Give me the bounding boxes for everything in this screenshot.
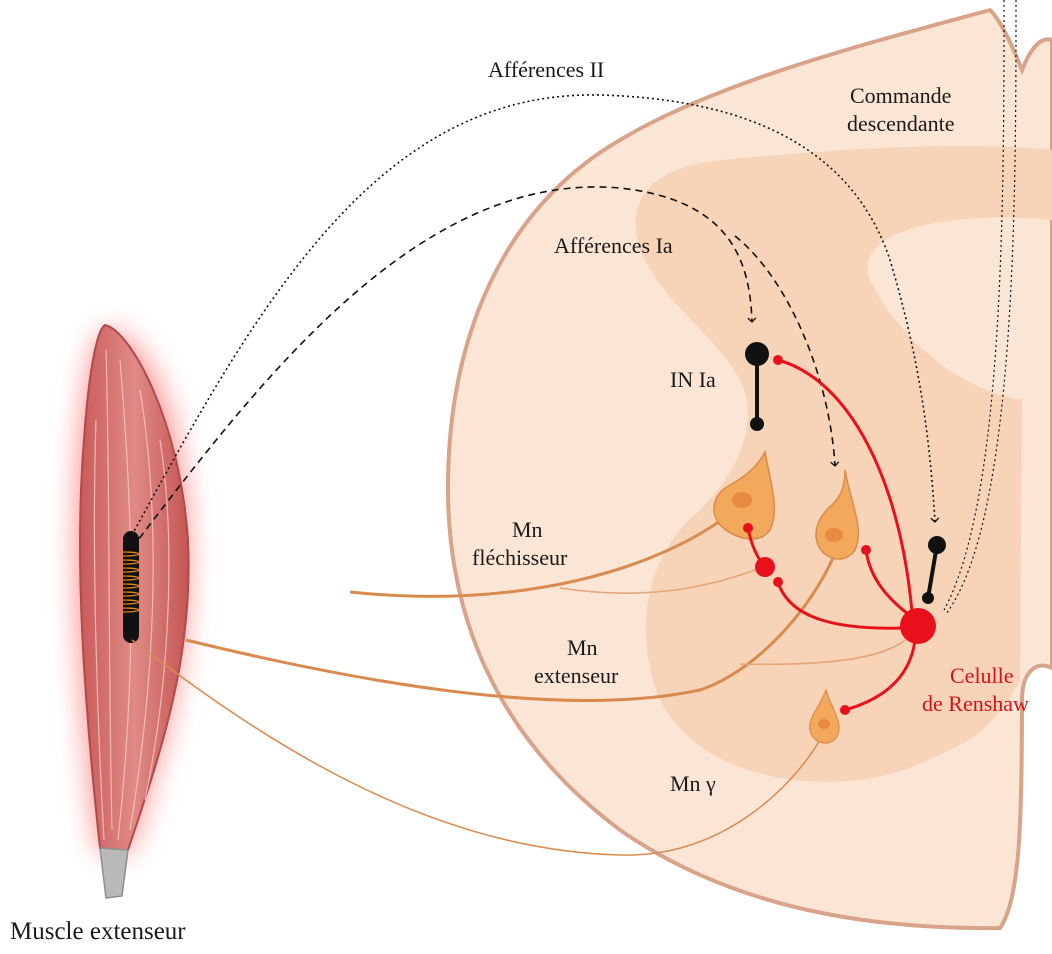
interneuron-ia xyxy=(745,342,769,431)
mn-flechisseur-label-line1: Mn xyxy=(512,517,543,542)
muscle-spindle xyxy=(123,531,139,643)
tendon xyxy=(99,847,129,899)
commande-label-line2: descendante xyxy=(847,111,955,136)
renshaw-cell-small xyxy=(755,557,775,577)
afferent-ia-branch xyxy=(734,235,840,467)
renshaw-collateral-extensor xyxy=(739,639,906,666)
afferences-ii-label: Afférences II xyxy=(488,57,605,82)
descending-command-tract xyxy=(943,0,1005,611)
commande-label-line1: Commande xyxy=(850,83,952,108)
renshaw-label-line1: Celulle xyxy=(950,663,1014,688)
renshaw-terminal xyxy=(861,545,871,555)
muscle-extenseur-label: Muscle extenseur xyxy=(10,918,186,945)
afferences-ia-label: Afférences Ia xyxy=(554,233,673,258)
flexor-motor-neuron xyxy=(713,449,776,540)
extensor-mn-axon xyxy=(185,539,842,702)
afferent-ii-fiber xyxy=(131,94,940,536)
renshaw-terminal xyxy=(773,577,783,587)
renshaw-label-line2: de Renshaw xyxy=(922,691,1029,716)
descending-command-tract-2 xyxy=(945,0,1017,615)
renshaw-projections xyxy=(746,358,917,712)
gray-matter xyxy=(635,145,1052,782)
mn-extenseur-label-line1: Mn xyxy=(567,635,598,660)
flexor-mn-axon xyxy=(349,508,736,598)
renshaw-terminal xyxy=(840,705,850,715)
renshaw-terminal xyxy=(773,355,783,365)
mn-flechisseur-label-line2: fléchisseur xyxy=(472,545,568,570)
interneuron-renshaw-side xyxy=(922,536,946,604)
afferent-ia-fiber xyxy=(131,186,757,549)
extensor-motor-neuron xyxy=(815,469,860,560)
renshaw-cell xyxy=(900,608,936,644)
mn-gamma-label: Mn γ xyxy=(670,771,716,796)
renshaw-collateral-flexor xyxy=(559,569,756,594)
gamma-mn-axon xyxy=(131,639,821,856)
gamma-motor-neuron xyxy=(809,688,840,744)
in-ia-label: IN Ia xyxy=(670,367,716,392)
renshaw-terminal xyxy=(743,523,753,533)
spindle-coil xyxy=(120,551,140,613)
mn-extenseur-label-line2: extenseur xyxy=(534,663,619,688)
